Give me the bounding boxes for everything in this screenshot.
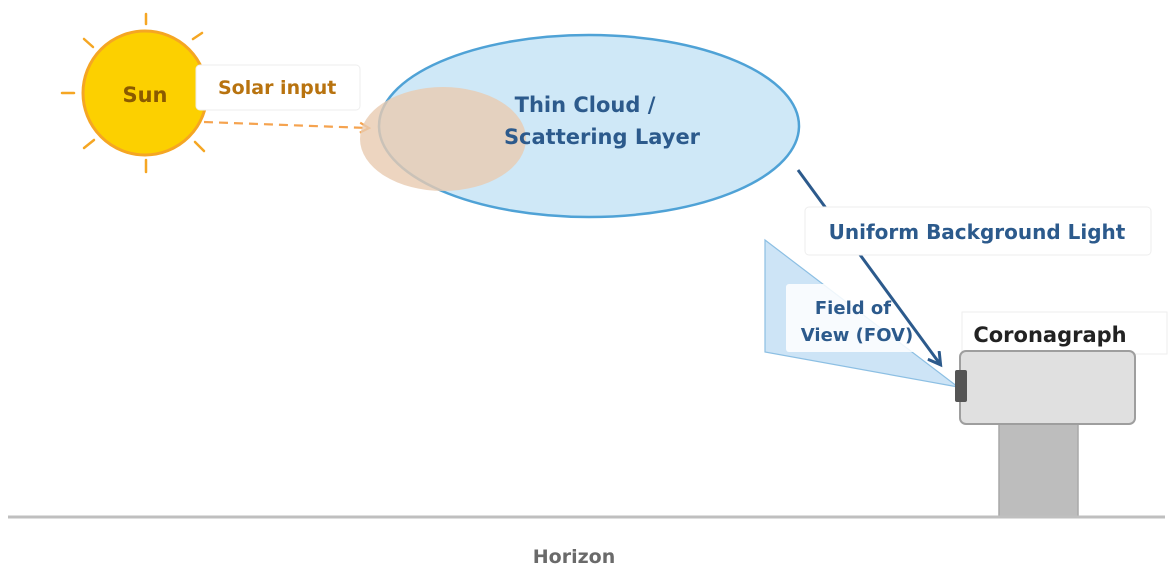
coronagraph-lens [955, 370, 967, 402]
sun-rays [60, 12, 206, 174]
solar-input-arrow [203, 120, 368, 128]
fov-label-line1: Field of [815, 298, 891, 319]
solar-input-label-box [195, 64, 361, 111]
cloud-label-line2: Scattering Layer [504, 125, 701, 149]
fov-label-line2: View (FOV) [801, 325, 913, 346]
coronagraph-body [959, 350, 1136, 425]
background-light-label: Uniform Background Light [829, 220, 1126, 244]
horizon-label: Horizon [533, 546, 615, 568]
sun-label: Sun [122, 83, 167, 107]
background-light-arrow [796, 169, 940, 364]
coronagraph-stand [998, 422, 1079, 518]
coronagraph-label-box [961, 311, 1168, 355]
cloud-label-line1: Thin Cloud / [515, 93, 656, 117]
sunlight-overlap-region [360, 87, 526, 191]
coronagraph-label: Coronagraph [973, 323, 1126, 347]
solar-input-label: Solar input [218, 77, 336, 99]
background-light-label-box [804, 206, 1152, 256]
